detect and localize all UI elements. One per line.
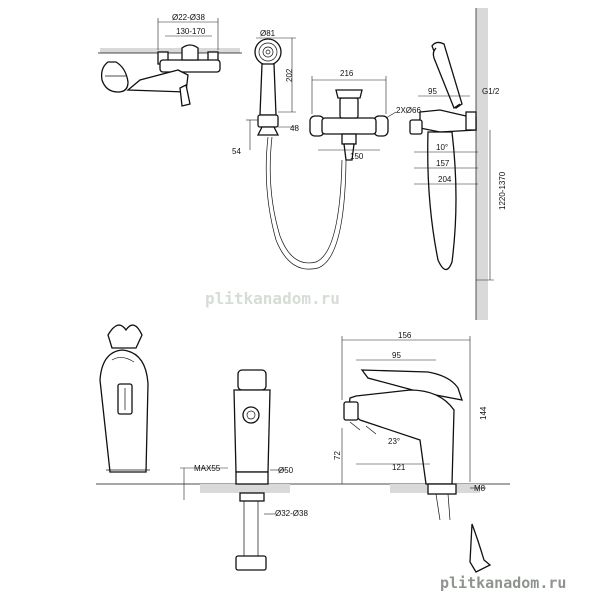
dim-d21: 121 [392, 463, 406, 472]
dim-d23: MAX55 [194, 464, 221, 473]
dim-d2: 130-170 [176, 27, 206, 36]
dim-d1: Ø22-Ø38 [172, 13, 205, 22]
side-view-bath-mixer: 95 G1/2 10° 157 204 1220-1370 [409, 8, 507, 320]
watermark-center: plitkanadom.ru [205, 289, 340, 308]
dim-d25: Ø32-Ø38 [275, 509, 308, 518]
dim-d12: 10° [436, 143, 448, 152]
dim-d17: 95 [392, 351, 401, 360]
dim-d16: 156 [398, 331, 412, 340]
dim-d19: 72 [333, 451, 342, 460]
dim-d10: 95 [428, 87, 437, 96]
dim-d11: G1/2 [482, 87, 500, 96]
dim-d15: 1220-1370 [498, 171, 507, 210]
dim-d6: 54 [232, 147, 241, 156]
dim-d18: 144 [479, 406, 488, 420]
hand-shower-drawing: Ø81 202 48 54 [232, 29, 347, 270]
dim-d13: 157 [436, 159, 450, 168]
dim-d8: 2XØ66 [396, 106, 421, 115]
dim-d24: Ø50 [278, 466, 294, 475]
watermark-corner: plitkanadom.ru [440, 574, 566, 592]
dim-d9: 150 [350, 152, 364, 161]
dim-d3: Ø81 [260, 29, 276, 38]
dim-d20: 23° [388, 437, 400, 446]
dim-d5: 48 [290, 124, 299, 133]
front-view-bath-mixer: 216 2XØ66 150 [309, 69, 421, 161]
dim-d14: 204 [438, 175, 452, 184]
top-view-bath-mixer: Ø22-Ø38 130-170 [98, 13, 242, 107]
dim-d7: 216 [340, 69, 354, 78]
basin-mixer-front [99, 324, 150, 473]
pullout-basin-mixer: 156 95 144 72 23° 121 M8 [333, 331, 492, 573]
dim-d22: M8 [474, 484, 486, 493]
basin-mixer-side: MAX55 Ø50 Ø32-Ø38 [180, 369, 308, 571]
dim-d4: 202 [285, 68, 294, 82]
